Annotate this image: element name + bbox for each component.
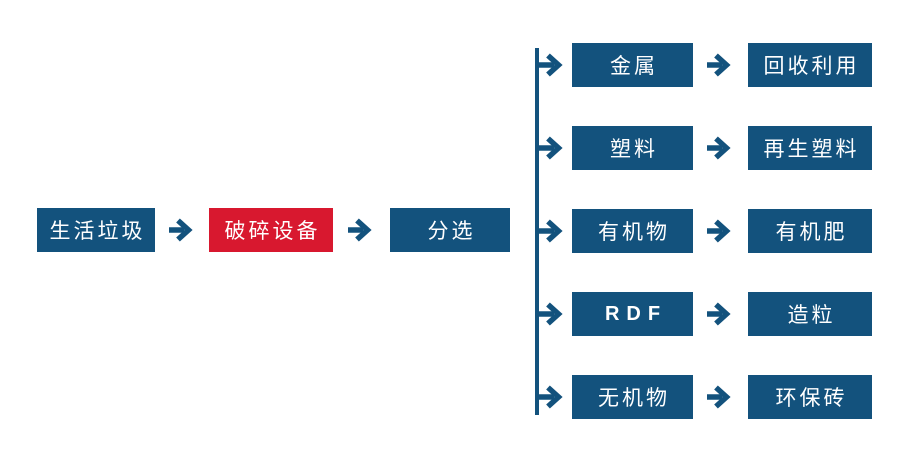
node-inorganic-matter: 无机物 (572, 375, 693, 419)
arrow-right-icon (707, 136, 731, 160)
node-metal: 金属 (572, 43, 693, 87)
node-eco-brick: 环保砖 (748, 375, 872, 419)
branch-trunk-line (535, 48, 539, 415)
node-household-waste: 生活垃圾 (37, 208, 155, 252)
node-crushing-equipment: 破碎设备 (209, 208, 333, 252)
node-recycling: 回收利用 (748, 43, 872, 87)
node-organic-matter: 有机物 (572, 209, 693, 253)
arrow-right-icon (169, 218, 193, 242)
arrow-right-icon (539, 302, 563, 326)
arrow-right-icon (707, 302, 731, 326)
arrow-right-icon (707, 385, 731, 409)
arrow-right-icon (707, 219, 731, 243)
node-sorting: 分选 (390, 208, 510, 252)
arrow-right-icon (539, 219, 563, 243)
arrow-right-icon (539, 385, 563, 409)
node-granulation: 造粒 (748, 292, 872, 336)
arrow-right-icon (539, 53, 563, 77)
arrow-right-icon (707, 53, 731, 77)
arrow-right-icon (539, 136, 563, 160)
node-recycled-plastic: 再生塑料 (748, 126, 872, 170)
arrow-right-icon (348, 218, 372, 242)
node-organic-fertilizer: 有机肥 (748, 209, 872, 253)
node-plastic: 塑料 (572, 126, 693, 170)
node-rdf: RDF (572, 292, 693, 336)
